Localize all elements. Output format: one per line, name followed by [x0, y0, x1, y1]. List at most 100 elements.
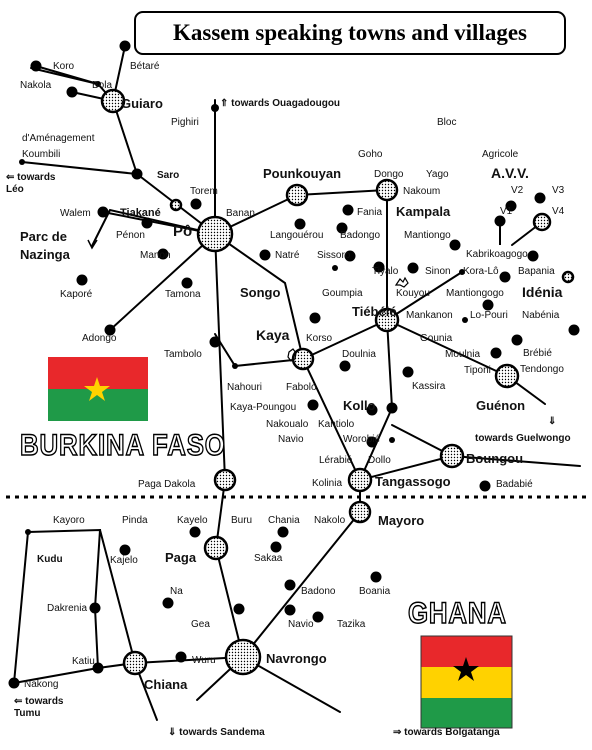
road-tiebele-idenia	[386, 271, 463, 321]
village-dot-betare	[119, 40, 131, 52]
place-label-sakaa: Sakaa	[254, 553, 283, 564]
village-dot-lerabie	[389, 437, 395, 443]
village-dot-kouyou	[407, 262, 419, 274]
town-marker-paga	[203, 535, 229, 561]
place-label-nakolo: Nakolo	[314, 515, 346, 526]
place-label-kabrikoagogo: Kabrikoagogo	[466, 249, 528, 260]
place-label-lopouri: Lo-Pouri	[470, 310, 508, 321]
place-label-korso: Korso	[306, 333, 333, 344]
place-label-tazika: Tazika	[337, 619, 366, 630]
place-label-dollo: Dollo	[368, 455, 391, 466]
place-label-pagadakola: Paga Dakola	[138, 479, 196, 490]
town-marker-navrongo	[224, 638, 262, 676]
village-dot-kassira	[402, 366, 414, 378]
place-label-tamona: Tamona	[165, 289, 201, 300]
place-label-idenia: Idénia	[522, 284, 563, 300]
direction-guelwongo-arrow: ⇓	[548, 416, 557, 427]
place-label-tiyalo: Tiyalo	[372, 266, 399, 277]
place-label-kayoro: Kayoro	[53, 515, 85, 526]
place-label-dongo: Dongo	[374, 169, 404, 180]
town-marker-idenia	[561, 270, 575, 284]
place-label-avv: A.V.V.	[491, 165, 529, 181]
town-marker-v4	[532, 212, 552, 232]
map-title: Kassem speaking towns and villages	[134, 11, 566, 55]
village-dot-natre	[259, 249, 271, 261]
town-marker-guenon	[494, 363, 520, 389]
place-label-navio2: Navio	[288, 619, 314, 630]
direction-tumu: ⇐ towards Tumu	[14, 696, 64, 719]
village-dot-kayelo	[189, 526, 201, 538]
village-dot-gounia	[462, 317, 468, 323]
place-label-penon: Pénon	[116, 230, 145, 241]
village-dot-brebie	[511, 334, 523, 346]
town-marker-tangassogo	[347, 467, 373, 493]
place-label-moulnia: Moulnia	[445, 349, 481, 360]
place-label-adongo: Adongo	[82, 333, 117, 344]
ghana-flag	[420, 635, 513, 729]
nazinga-arrow-icon	[87, 239, 98, 250]
road-po-adongo	[109, 233, 216, 331]
place-label-bola: Bola	[92, 80, 113, 91]
place-label-pighiri: Pighiri	[171, 117, 199, 128]
place-label-mankanon: Mankanon	[406, 310, 453, 321]
road-tiebele-kollo	[386, 319, 393, 409]
place-label-navio1: Navio	[278, 434, 304, 445]
country-label-ghana: GHANA	[407, 597, 507, 631]
place-label-saro: Saro	[157, 170, 180, 181]
place-label-paga: Paga	[165, 550, 197, 565]
village-dot-bola	[95, 81, 101, 87]
village-dot-manon	[157, 248, 169, 260]
village-dot-gea	[233, 603, 245, 615]
village-dot-saro	[131, 168, 143, 180]
direction-bolgatanga: ⇒ towards Bolgatanga	[393, 727, 500, 738]
place-label-fabolo: Fabolo	[286, 382, 317, 393]
kaya-shape-icon	[287, 348, 297, 362]
place-label-banan: Banan	[226, 208, 255, 219]
place-label-boungou: Boungou	[466, 451, 524, 466]
place-label-worobie: Worobié	[343, 434, 381, 445]
town-marker-kaya	[291, 347, 315, 371]
town-marker-chiana	[122, 650, 148, 676]
place-label-mayoro: Mayoro	[378, 513, 425, 528]
town-marker-pounkouyan	[285, 183, 309, 207]
village-dot-sissoro	[344, 250, 356, 262]
place-label-doulnia: Doulnia	[342, 349, 376, 360]
direction-sandema: ⇓ towards Sandema	[168, 727, 265, 738]
village-dot-kabrikoagogo	[449, 239, 461, 251]
village-dot-penon	[141, 217, 153, 229]
place-label-kajelo: Kajelo	[110, 555, 138, 566]
place-label-na: Na	[170, 586, 183, 597]
road-koumbili-saro	[21, 161, 138, 175]
place-label-buru: Buru	[231, 515, 253, 526]
village-dot-mantiongogo	[499, 271, 511, 283]
village-dot-koralo	[459, 269, 465, 275]
direction-guelwongo: towards Guelwongo	[475, 433, 571, 444]
place-label-walem: Walem	[60, 208, 91, 219]
village-dot-nahouri	[232, 363, 238, 369]
place-label-badabie: Badabié	[496, 479, 533, 490]
direction-ouagadougou: ⇑ towards Ouagadougou	[220, 98, 341, 109]
road-kayoro-chiana	[99, 529, 136, 664]
place-label-pounkouyan: Pounkouyan	[263, 166, 342, 181]
place-label-kayelo: Kayelo	[177, 515, 208, 526]
town-marker-po	[196, 215, 234, 253]
village-dot-kapore	[76, 274, 88, 286]
village-dot-koro	[30, 60, 42, 72]
place-label-mantiongo: Mantiongo	[404, 230, 451, 241]
place-label-v3: V3	[552, 185, 565, 196]
place-label-badongo: Badongo	[340, 230, 381, 241]
place-label-gea: Gea	[191, 619, 210, 630]
place-label-kassira: Kassira	[412, 381, 446, 392]
place-label-agricole: Agricole	[482, 149, 519, 160]
village-dot-navio2	[284, 604, 296, 616]
place-label-damenagement: d'Aménagement	[22, 133, 95, 144]
place-label-tangassogo: Tangassogo	[375, 474, 451, 489]
place-label-goumpia: Goumpia	[322, 288, 363, 299]
place-label-gounia: Gounia	[420, 333, 453, 344]
village-dot-langouerou	[294, 218, 306, 230]
place-label-kaya: Kaya	[256, 327, 290, 343]
village-dot-tambolo	[209, 336, 221, 348]
road-paga-navrongo	[215, 547, 244, 658]
place-label-brebie: Brébié	[523, 348, 552, 359]
